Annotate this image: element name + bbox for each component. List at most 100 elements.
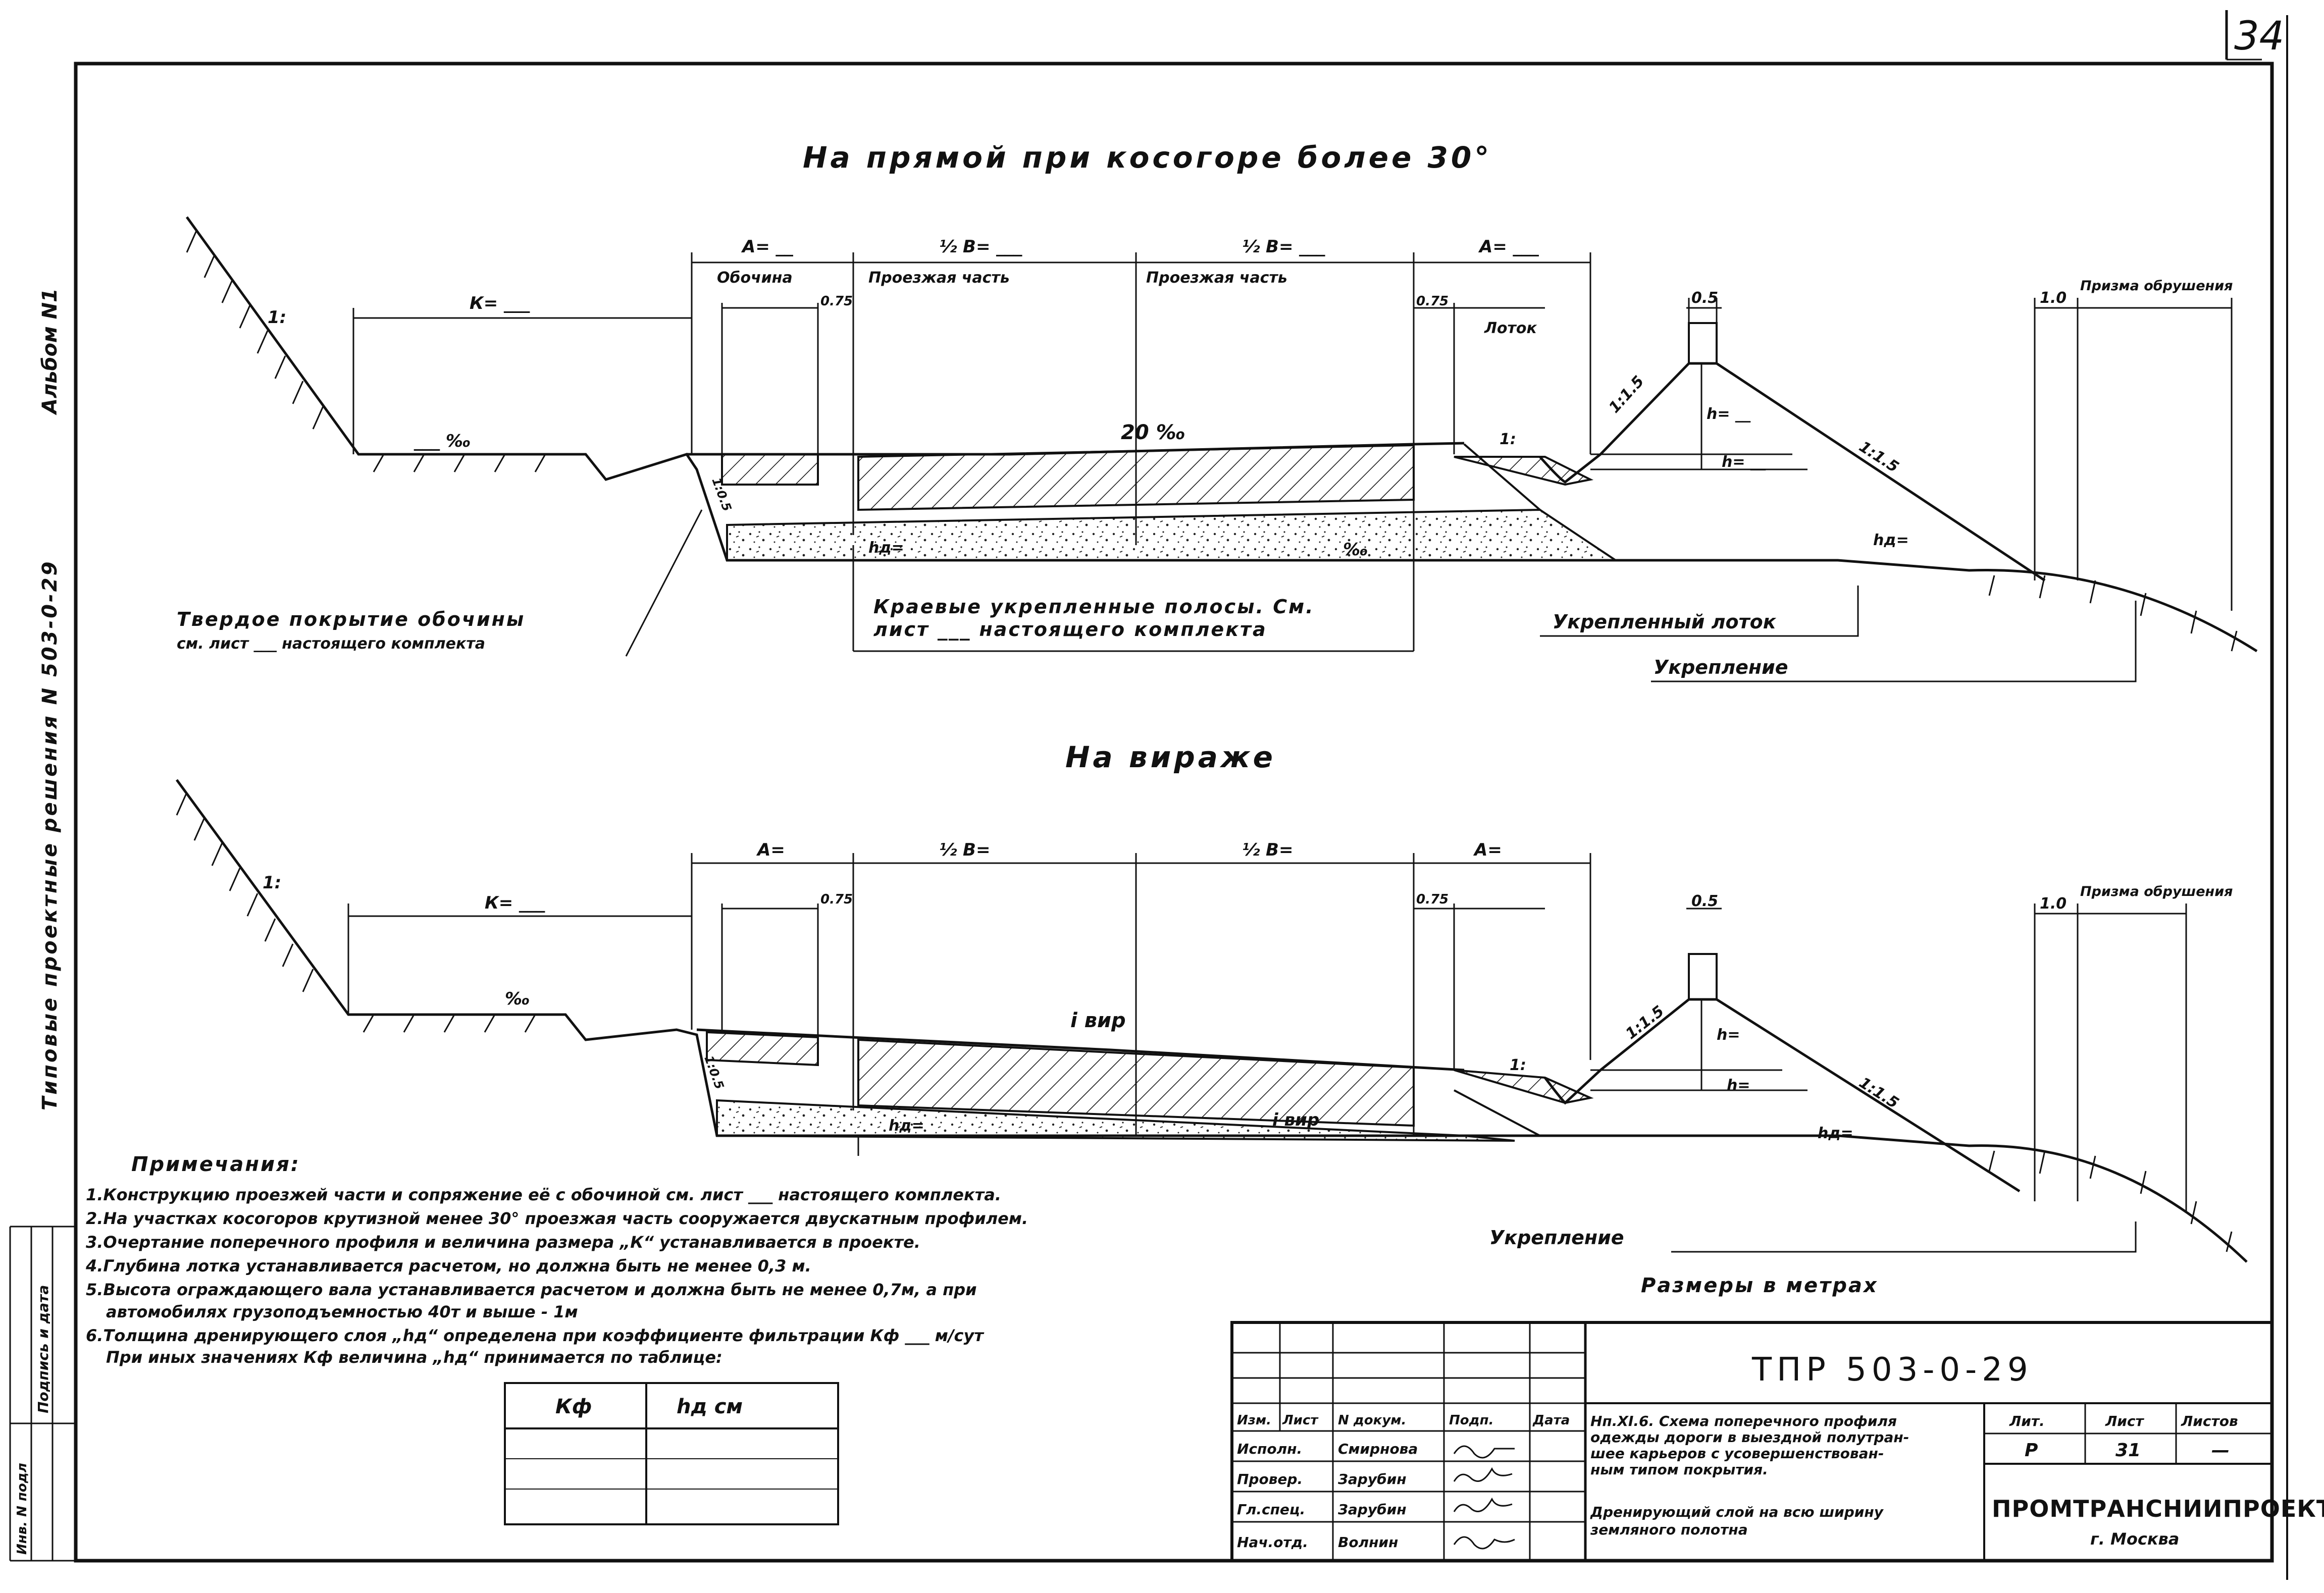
- dim-prism: 1.0: [2040, 289, 2067, 307]
- tb-role-3: Гл.спец.: [1237, 1501, 1305, 1518]
- callout-shoulder-2: см. лист ___ настоящего комплекта: [177, 635, 485, 653]
- notes-heading: Примечания:: [131, 1153, 300, 1176]
- tb-desc-1: Нп.XI.6. Схема поперечного профиля: [1590, 1413, 1897, 1429]
- note-5: 5.Высота ограждающего вала устанавливает…: [86, 1280, 977, 1299]
- callout-reinf-2: Укрепление: [1489, 1227, 1624, 1249]
- label-prism: Призма обрушения: [2080, 278, 2233, 294]
- protective-berm: [1539, 322, 2046, 582]
- tb-desc-6: земляного полотна: [1590, 1521, 1748, 1538]
- h-1: h= __: [1707, 405, 1751, 423]
- kf-col-1: Кф: [555, 1395, 592, 1418]
- kf-col-2: hд см: [677, 1395, 743, 1418]
- hd-1: hд=: [868, 539, 904, 557]
- tb-role-1: Исполн.: [1237, 1441, 1302, 1457]
- label-carriage-2: Проезжая часть: [1146, 269, 1287, 287]
- tb-h-doc: N докум.: [1338, 1413, 1406, 1428]
- tb-sheets-value: —: [2211, 1440, 2230, 1461]
- cross-slope: 20 ‰: [1121, 421, 1185, 444]
- callout-lines-2: [1671, 1222, 2137, 1253]
- slope-15a: 1:1.5: [1606, 373, 1648, 416]
- drawing-code: ТПР 503-0-29: [1751, 1351, 2033, 1389]
- tb-h-izm: Изм.: [1237, 1413, 1271, 1428]
- ditch-slope-2: ‰: [505, 989, 530, 1009]
- dim-A-left-2: А=: [756, 840, 785, 860]
- note-3: 3.Очертание поперечного профиля и величи…: [86, 1233, 920, 1252]
- tb-h-sign: Подп.: [1449, 1413, 1493, 1428]
- margin-sign: Подпись и дата: [35, 1285, 51, 1413]
- title-block: [1230, 1321, 2274, 1562]
- dimension-lines: [352, 252, 2233, 611]
- note-6: 6.Толщина дренирующего слоя „hд“ определ…: [86, 1326, 985, 1345]
- i-bend-base: i вир: [1272, 1110, 1319, 1130]
- kf-table: [504, 1382, 839, 1525]
- tb-desc-5: Дренирующий слой на всю ширину: [1590, 1504, 1884, 1520]
- callout-reinf: Укрепление: [1654, 656, 1788, 678]
- sheet-frame: [9, 10, 2288, 1580]
- dim-prism-2: 1.0: [2040, 895, 2067, 913]
- base-slope: ‰: [1343, 540, 1368, 560]
- dim-K: К= ___: [470, 293, 530, 313]
- i-bend-top: i вир: [1070, 1009, 1126, 1032]
- dim-half-B-2-2: ½ В=: [1242, 840, 1293, 860]
- tray-slope: 1:: [1500, 431, 1516, 448]
- ditch-slope: ___ ‰: [414, 431, 471, 451]
- callout-lines: [625, 509, 2137, 682]
- tb-desc-3: шее карьеров с усовершенствован-: [1590, 1445, 1884, 1462]
- section-bend-title: На вираже: [1065, 740, 1276, 774]
- tb-desc-4: ным типом покрытия.: [1590, 1461, 1768, 1478]
- tray-slope-2: 1:: [1510, 1056, 1526, 1074]
- dim-half-B-2: ½ В= ___: [1242, 237, 1325, 257]
- callout-tray: Укрепленный лоток: [1553, 611, 1777, 633]
- dim-A-left: А= __: [741, 237, 794, 257]
- h-2: h= __: [1722, 453, 1766, 471]
- notes-block: Примечания: 1.Конструкцию проезжей части…: [85, 1153, 1878, 1367]
- callout-strips-2: лист ___ настоящего комплекта: [873, 618, 1267, 641]
- tb-lit-label: Лит.: [2009, 1413, 2045, 1429]
- tb-org: ПРОМТРАНСНИИПРОЕКТ: [1992, 1495, 2324, 1522]
- h-2-2: h=: [1727, 1077, 1750, 1094]
- note-2: 2.На участках косогоров крутизной менее …: [86, 1209, 1028, 1228]
- terrain-ticks-2: [176, 792, 2233, 1252]
- dim-half-B-1-2: ½ В=: [939, 840, 990, 860]
- hd-2-2: hд=: [1818, 1125, 1853, 1142]
- sheet-number: 34: [2234, 14, 2284, 59]
- dim-crest-2: 0.5: [1691, 892, 1718, 910]
- h-1-2: h=: [1717, 1026, 1740, 1044]
- hd-1-2: hд=: [889, 1117, 924, 1135]
- tb-sheets-label: Листов: [2181, 1413, 2238, 1429]
- tb-desc-2: одежды дороги в выездной полутран-: [1590, 1429, 1909, 1446]
- dim-075-left-2: 0.75: [820, 892, 853, 907]
- tb-name-4: Волнин: [1338, 1534, 1398, 1551]
- tb-h-list: Лист: [1282, 1413, 1319, 1428]
- units-note: Размеры в метрах: [1641, 1274, 1878, 1297]
- label-tray: Лоток: [1484, 320, 1537, 337]
- dim-A-right-2: А=: [1473, 840, 1502, 860]
- dim-075-right-2: 0.75: [1416, 892, 1449, 907]
- label-carriage-1: Проезжая часть: [868, 269, 1010, 287]
- tb-name-2: Зарубин: [1337, 1471, 1407, 1488]
- label-shoulder: Обочина: [717, 269, 793, 287]
- margin-inv: Инв. N подл: [15, 1463, 30, 1555]
- dim-075-left: 0.75: [820, 294, 853, 309]
- dim-half-B-1: ½ В= ___: [939, 237, 1022, 257]
- terrain-ticks: [186, 229, 2238, 652]
- slope-15b-2: 1:1.5: [1856, 1074, 1902, 1112]
- dim-K-2: К= ___: [485, 893, 545, 913]
- label-prism-2: Призма обрушения: [2080, 884, 2233, 899]
- slope-label-left: 1:: [268, 307, 286, 328]
- pavement-2: [706, 1031, 1594, 1142]
- tb-role-2: Провер.: [1237, 1471, 1303, 1488]
- callout-strips-1: Краевые укрепленные полосы. См.: [873, 596, 1315, 618]
- section-straight-title: На прямой при косогоре более 30°: [803, 140, 1492, 175]
- margin-album: Альбом N1: [38, 288, 62, 415]
- tb-sheet-label: Лист: [2105, 1413, 2144, 1429]
- note-5b: автомобилях грузоподъемностью 40т и выше…: [106, 1302, 578, 1321]
- tb-city: г. Москва: [2090, 1529, 2179, 1549]
- signatures: [1453, 1445, 1515, 1550]
- dim-075-right: 0.75: [1416, 294, 1449, 309]
- tb-name-3: Зарубин: [1337, 1501, 1407, 1518]
- margin-series: Типовые проектные решения N 503-0-29: [38, 560, 62, 1110]
- hd-2: hд=: [1873, 532, 1909, 549]
- tb-lit-value: Р: [2025, 1440, 2038, 1461]
